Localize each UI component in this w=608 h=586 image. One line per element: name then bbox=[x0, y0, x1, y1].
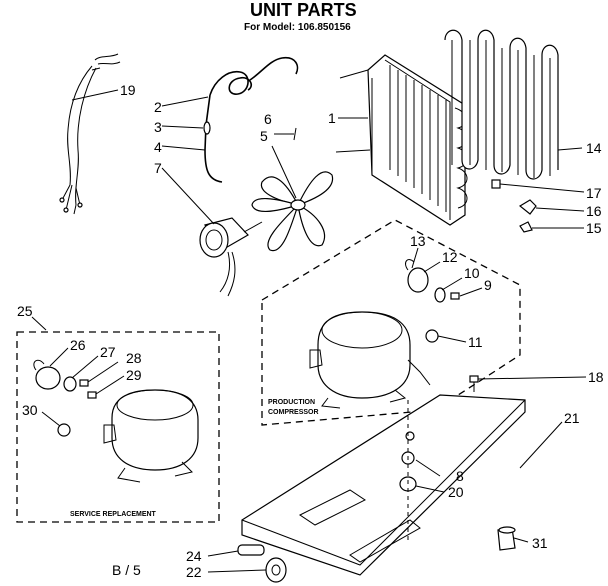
overload-relay bbox=[405, 259, 479, 392]
callout-4: 4 bbox=[154, 139, 162, 155]
leader-lines bbox=[31, 89, 587, 573]
callout-10: 10 bbox=[464, 265, 480, 281]
callout-9: 9 bbox=[484, 277, 492, 293]
wire-harness bbox=[59, 53, 121, 215]
production-compressor bbox=[309, 311, 431, 409]
callout-30: 30 bbox=[22, 402, 38, 418]
callout-24: 24 bbox=[186, 548, 202, 564]
callouts: 19 2 3 4 7 6 5 1 14 17 16 15 13 12 10 9 … bbox=[17, 82, 604, 580]
model-subtitle: For Model: 106.850156 bbox=[244, 22, 351, 33]
callout-19: 19 bbox=[120, 82, 136, 98]
condenser bbox=[335, 54, 468, 226]
production-label-1: PRODUCTION bbox=[268, 399, 315, 406]
callout-31: 31 bbox=[532, 535, 548, 551]
evaporator-coil bbox=[444, 29, 559, 180]
callout-26: 26 bbox=[70, 337, 86, 353]
callout-28: 28 bbox=[126, 350, 142, 366]
callout-17: 17 bbox=[586, 185, 602, 201]
callout-13: 13 bbox=[410, 233, 426, 249]
callout-5: 5 bbox=[260, 128, 268, 144]
callout-2: 2 bbox=[154, 99, 162, 115]
callout-15: 15 bbox=[586, 220, 602, 236]
callout-8: 8 bbox=[456, 468, 464, 484]
callout-20: 20 bbox=[448, 484, 464, 500]
service-box bbox=[16, 331, 220, 523]
diagram-title: UNIT PARTS bbox=[250, 0, 357, 20]
callout-22: 22 bbox=[186, 564, 202, 580]
production-label-2: COMPRESSOR bbox=[268, 409, 319, 416]
service-compressor bbox=[103, 389, 199, 483]
part-24 bbox=[237, 544, 265, 556]
callout-7: 7 bbox=[154, 160, 162, 176]
service-label: SERVICE REPLACEMENT bbox=[70, 511, 157, 518]
part-16 bbox=[518, 199, 537, 215]
callout-3: 3 bbox=[154, 119, 162, 135]
callout-14: 14 bbox=[586, 140, 602, 156]
callout-27: 27 bbox=[100, 344, 116, 360]
fan-screw bbox=[293, 127, 297, 141]
callout-29: 29 bbox=[126, 367, 142, 383]
part-22 bbox=[265, 557, 287, 583]
callout-18: 18 bbox=[588, 369, 604, 385]
callout-25: 25 bbox=[17, 303, 33, 319]
callout-11: 11 bbox=[468, 334, 483, 350]
callout-6: 6 bbox=[264, 111, 272, 127]
page-footer: B / 5 bbox=[112, 562, 141, 578]
callout-1: 1 bbox=[328, 110, 336, 126]
callout-12: 12 bbox=[442, 249, 458, 265]
fan-blade bbox=[251, 171, 334, 252]
service-parts bbox=[33, 359, 97, 437]
base-plate bbox=[241, 394, 526, 576]
part-17 bbox=[491, 179, 501, 189]
production-box bbox=[261, 219, 521, 426]
capillary-tube bbox=[203, 56, 299, 183]
fan-motor bbox=[199, 217, 263, 297]
part-15 bbox=[519, 221, 533, 233]
callout-16: 16 bbox=[586, 203, 602, 219]
callout-21: 21 bbox=[564, 410, 580, 426]
